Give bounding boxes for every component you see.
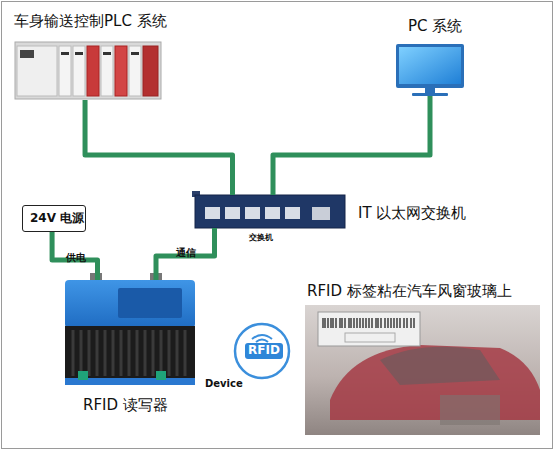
cable-label: 供电 <box>66 251 86 265</box>
rfid-reader: RFID 读写器 <box>65 280 195 385</box>
network-cable <box>273 96 430 195</box>
plc-rack <box>15 42 161 99</box>
ethernet-switch: IT 以太网交换机交换机 <box>195 195 345 228</box>
node-title: 24V 电源 <box>30 212 84 226</box>
ethernet-switch <box>192 191 345 228</box>
network-cable <box>85 100 232 195</box>
pc-system: PC 系统 <box>396 44 464 96</box>
windscreen-photo <box>305 305 540 435</box>
rfid-reader <box>65 273 195 385</box>
network-cable <box>52 232 97 280</box>
network-cable <box>156 228 215 280</box>
node-title: RFID 标签粘在汽车风窗玻璃上 <box>307 283 512 300</box>
pc-monitor <box>396 44 464 96</box>
rfid-tag-photo: RFID 标签粘在汽车风窗玻璃上 <box>305 305 540 435</box>
power-supply: 24V 电源 <box>22 205 86 232</box>
node-title: 车身输送控制PLC 系统 <box>14 13 167 30</box>
plc-system: 车身输送控制PLC 系统 <box>14 40 162 100</box>
cable-label: 通信 <box>176 246 196 260</box>
node-title: RFID <box>245 343 283 359</box>
device-caption: Device <box>205 378 243 389</box>
rfid-logo: RFID <box>233 322 291 380</box>
node-title: RFID 读写器 <box>83 397 168 414</box>
device-label: 交换机 <box>249 233 273 242</box>
node-title: PC 系统 <box>408 18 462 35</box>
node-title: IT 以太网交换机 <box>358 205 466 222</box>
